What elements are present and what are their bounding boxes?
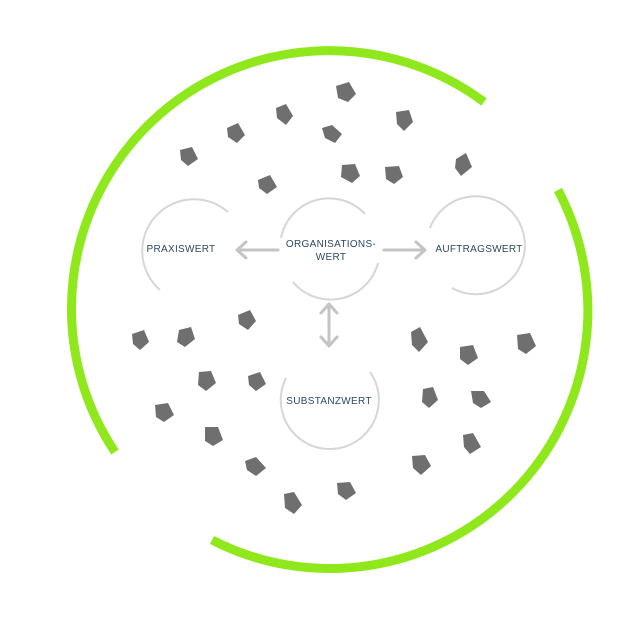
pebble	[180, 147, 198, 166]
node-label-organisationswert: ORGANISATIONS- WERT	[285, 239, 377, 263]
pebble	[517, 333, 536, 354]
node-praxiswert	[141, 198, 229, 291]
pebble	[227, 123, 245, 143]
pebble	[245, 457, 266, 476]
pebble	[460, 345, 478, 365]
pebble	[341, 164, 360, 183]
pebble	[471, 391, 491, 408]
node-label-praxiswert: PRAXISWERT	[146, 244, 216, 255]
node-organisationswert	[280, 197, 379, 301]
pebble	[198, 371, 216, 391]
pebble	[422, 387, 438, 408]
pebble	[396, 110, 413, 131]
arrow-organisation-to-auftrag	[382, 240, 427, 260]
pebble	[205, 427, 223, 446]
node-auftragswert	[429, 195, 526, 296]
pebble	[248, 372, 266, 391]
arrow-organisation-to-praxis	[235, 240, 280, 260]
outer-ring-arc-left	[67, 46, 487, 455]
node-label-auftragswert: AUFTRAGSWERT	[435, 244, 523, 255]
pebble	[455, 153, 472, 176]
node-substanzwert	[279, 371, 380, 450]
node-label-substanzwert: SUBSTANZWERT	[286, 396, 372, 407]
pebble	[258, 175, 277, 194]
pebble	[337, 482, 356, 500]
arrow-organisation-substanz	[319, 302, 339, 348]
pebble	[132, 330, 149, 350]
pebble	[177, 327, 195, 347]
pebble	[463, 433, 481, 454]
pebble	[284, 492, 302, 514]
pebble-field	[132, 82, 536, 514]
pebble	[412, 455, 431, 475]
pebble	[322, 125, 342, 143]
pebble	[385, 166, 403, 184]
pebble	[238, 310, 256, 330]
pebble	[411, 327, 428, 352]
pebble	[276, 104, 293, 125]
outer-ring-arc-right	[209, 187, 593, 573]
pebble	[155, 403, 174, 422]
pebble	[336, 82, 356, 102]
